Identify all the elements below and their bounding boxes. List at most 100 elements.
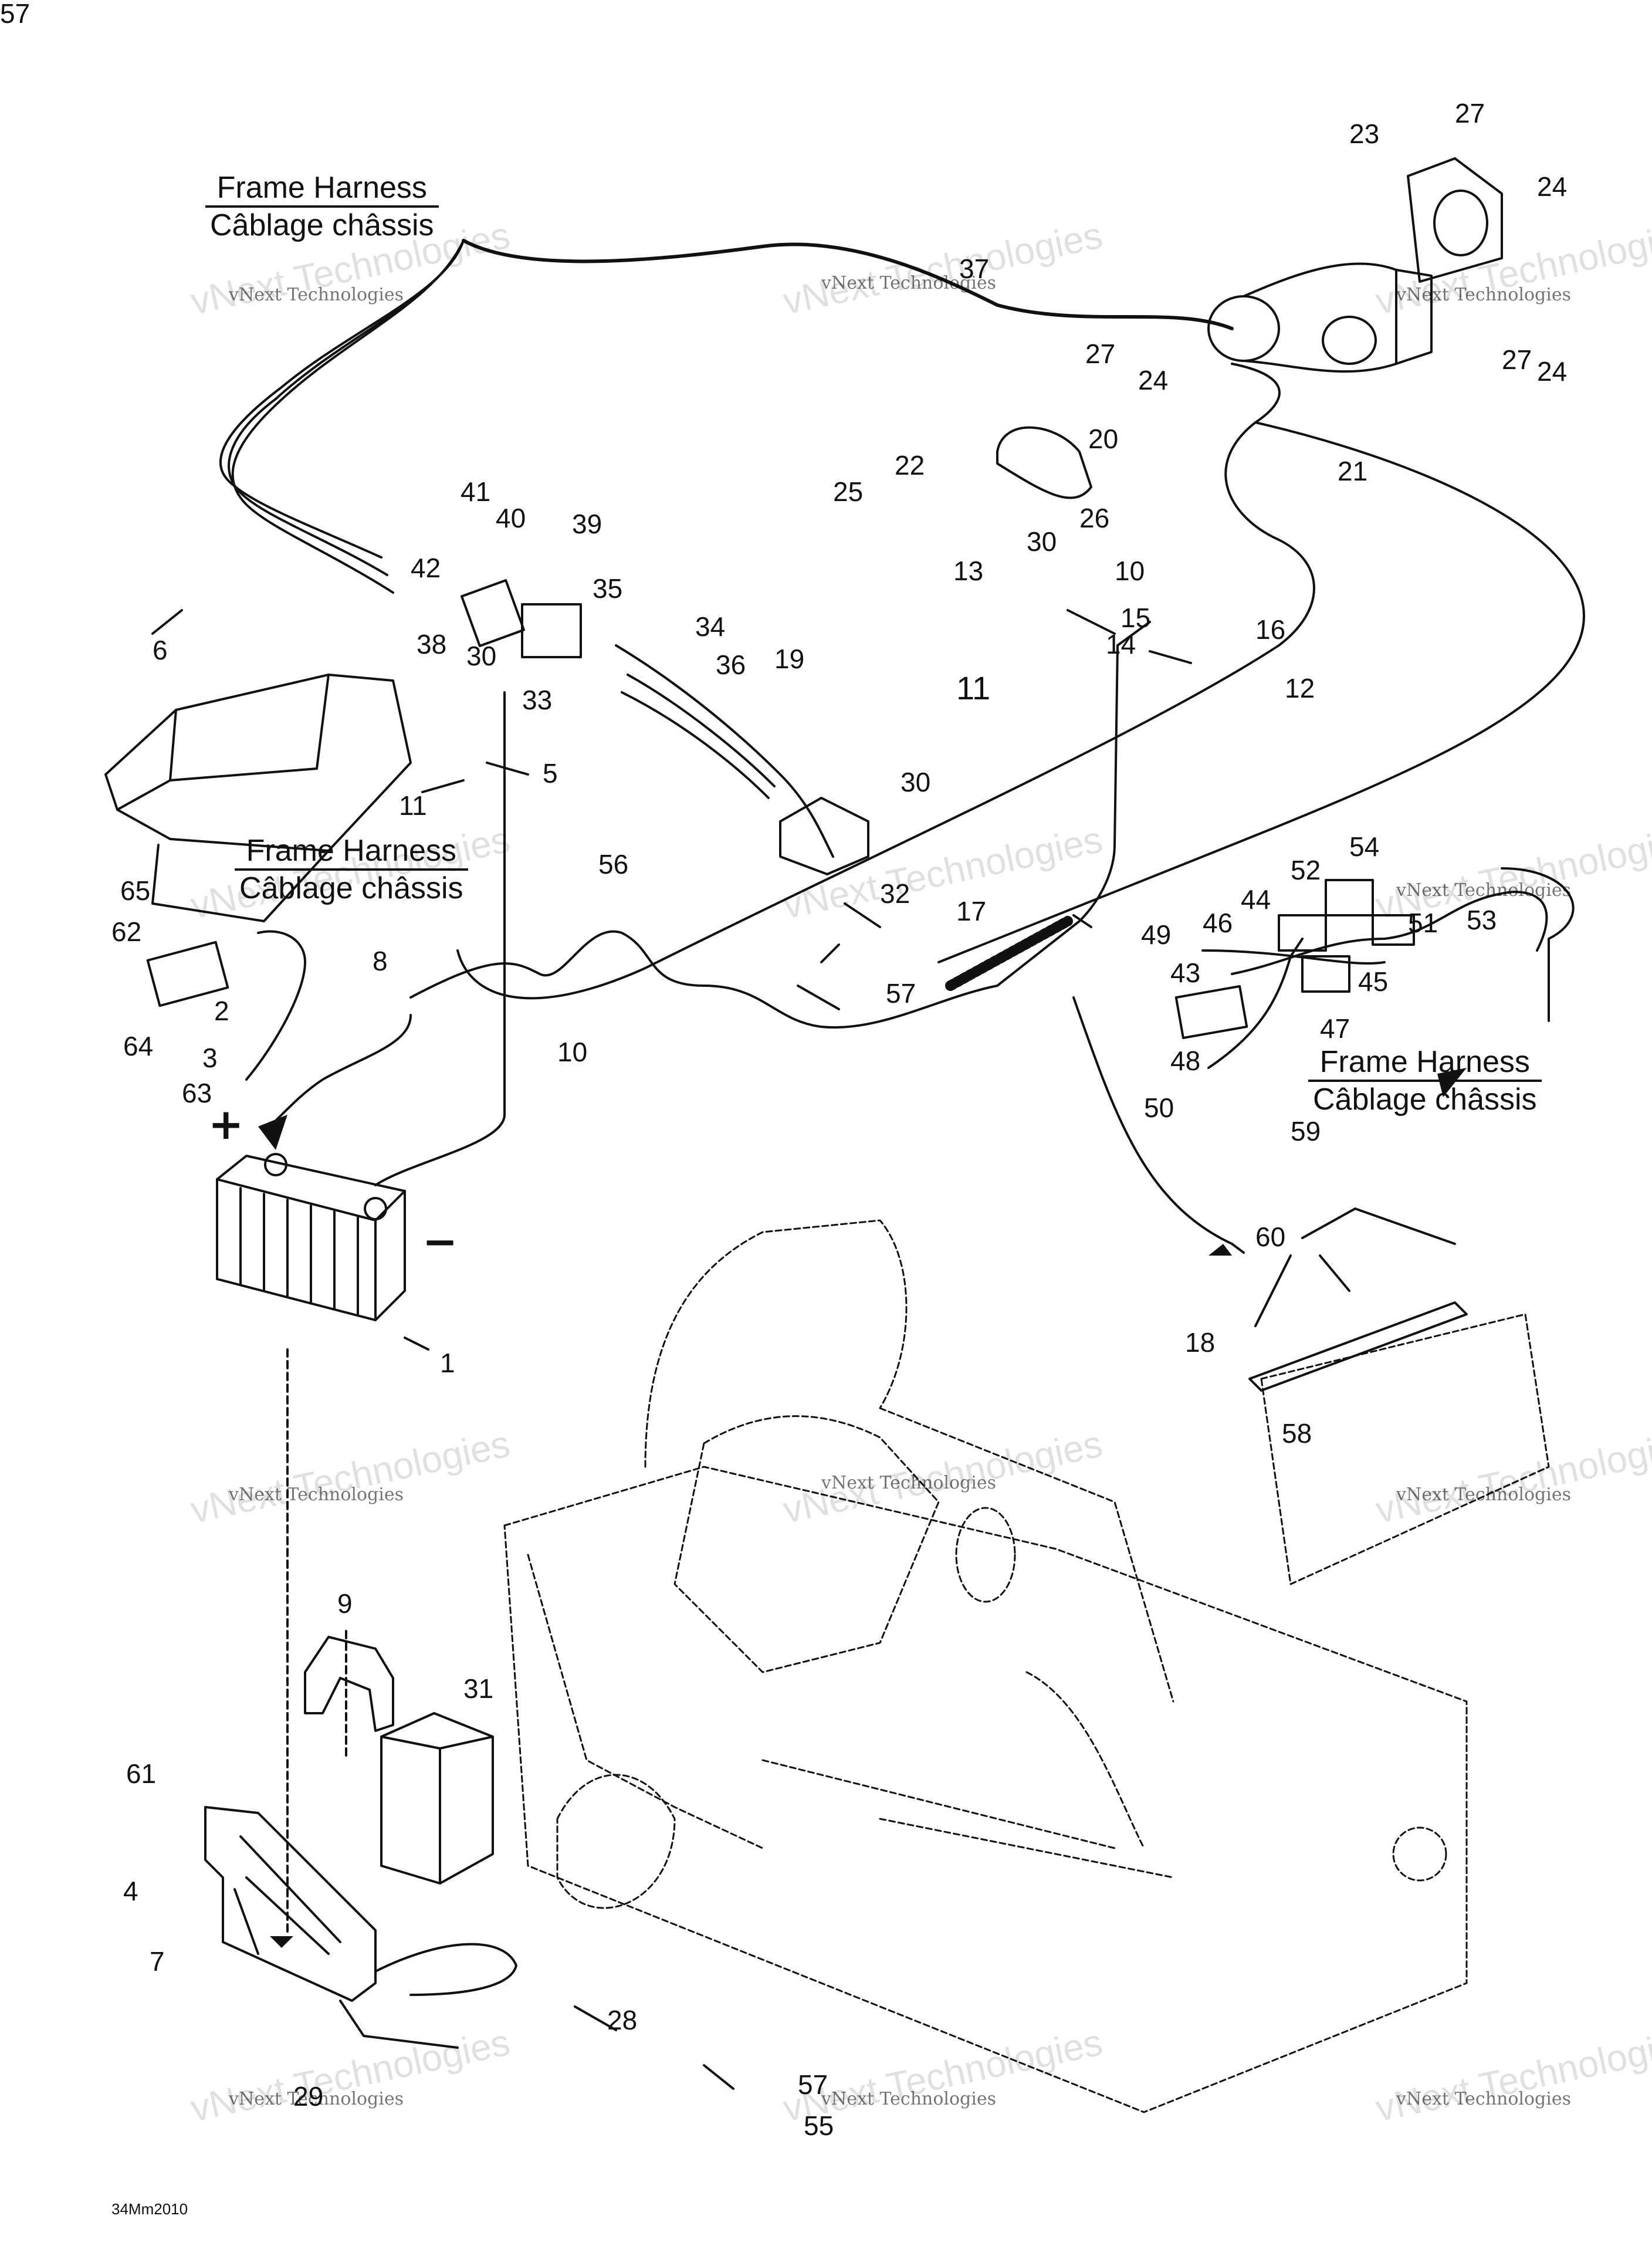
part-callout: 60: [1255, 1222, 1286, 1252]
watermark: vNext Technologies: [821, 273, 997, 293]
battery-drawing: [216, 1153, 406, 1321]
part-callout: 26: [1079, 503, 1110, 533]
part-callout: 34: [695, 611, 726, 642]
negative-terminal-sign: −: [422, 1217, 458, 1266]
part-callout: 25: [833, 476, 864, 507]
watermark: vNext Technologies: [1396, 285, 1572, 305]
positive-terminal-sign: +: [208, 1100, 244, 1149]
airbox-drawing: [104, 674, 412, 922]
part-callout: 47: [1320, 1013, 1350, 1044]
part-callout: 16: [1255, 614, 1286, 645]
frame-harness-title-left: Frame Harness Câblage châssis: [235, 833, 468, 906]
harness-bracket: [1248, 1301, 1468, 1392]
part-callout: 19: [774, 644, 805, 674]
arrow-head-3: [270, 1936, 293, 1948]
part-callout: 54: [1349, 831, 1380, 862]
part-callout: 62: [111, 916, 142, 947]
part-callout: 50: [1144, 1092, 1174, 1123]
starter-cable: [456, 363, 1315, 1000]
part-callout: 5: [543, 758, 558, 789]
part-callout: 44: [1241, 884, 1271, 915]
watermark: vNext Technologies: [229, 285, 404, 305]
part-callout: 10: [1115, 556, 1145, 586]
part-callout: 35: [593, 573, 623, 604]
frame-harness-bundle: [462, 239, 1234, 330]
part-callout: 28: [607, 2005, 638, 2035]
part-callout: 36: [716, 649, 746, 680]
part-callout: 57: [798, 2069, 828, 2100]
frame-harness-title-top: Frame Harness Câblage châssis: [205, 170, 439, 243]
part-callout: 9: [337, 1588, 353, 1619]
arrow-head-1: [1437, 1068, 1467, 1097]
watermark: vNext Technologies: [821, 2089, 997, 2109]
part-callout: 57: [0, 0, 31, 29]
part-callout: 52: [1291, 855, 1321, 885]
part-callout: 10: [557, 1037, 588, 1067]
part-callout: 3: [202, 1043, 218, 1073]
frame-harness-title-right: Frame Harness Câblage châssis: [1308, 1044, 1542, 1117]
part-callout: 22: [895, 450, 925, 481]
part-callout: 7: [150, 1946, 165, 1977]
watermark: vNext Technologies: [821, 1473, 997, 1493]
part-callout: 37: [959, 253, 990, 284]
starter-motor: [1207, 262, 1433, 373]
part-callout: 8: [373, 946, 388, 976]
watermark: vNext Technologies: [229, 2089, 404, 2109]
part-callout: 13: [953, 556, 984, 586]
battery-bracket: [204, 1806, 517, 2049]
arrow-head-2: [258, 1115, 287, 1150]
part-callout: 24: [1537, 171, 1568, 202]
part-callout: 29: [293, 2081, 324, 2112]
part-callout: 30: [466, 641, 497, 671]
part-callout: 64: [123, 1031, 154, 1061]
part-callout: 40: [496, 503, 526, 533]
part-callout: 46: [1203, 908, 1233, 938]
part-callout: 24: [1138, 365, 1169, 395]
watermark: vNext Technologies: [1396, 880, 1572, 901]
part-callout: 57: [886, 978, 916, 1009]
part-callout: 20: [1088, 424, 1119, 454]
battery-cover: [380, 1712, 494, 1885]
part-callout: 39: [572, 509, 602, 539]
part-callout: 23: [1349, 119, 1380, 149]
part-callout: 1: [440, 1348, 455, 1378]
part-callout: 30: [901, 767, 931, 797]
part-callout: 49: [1141, 919, 1172, 950]
battery-strap: [304, 1636, 394, 1732]
part-callout: 6: [153, 635, 168, 665]
part-callout: 30: [1027, 526, 1057, 557]
part-callout: 2: [214, 996, 229, 1026]
part-callout: 61: [126, 1758, 157, 1789]
part-callout: 11: [399, 790, 427, 821]
part-callout: 27: [1502, 344, 1532, 375]
part-callout: 11: [956, 669, 991, 706]
part-callout: 32: [880, 878, 910, 909]
part-callout: 59: [1291, 1116, 1321, 1146]
part-callout: 53: [1467, 905, 1497, 935]
part-callout: 41: [461, 476, 491, 507]
starter-bracket: [1407, 157, 1503, 283]
part-callout: 27: [1455, 98, 1485, 128]
part-callout: 17: [956, 896, 987, 926]
part-callout: 45: [1358, 966, 1389, 997]
part-callout: 33: [522, 685, 553, 715]
relay: [779, 797, 869, 875]
part-callout: 18: [1185, 1327, 1216, 1358]
part-callout: 21: [1338, 456, 1368, 486]
part-callout: 43: [1170, 958, 1201, 988]
part-callout: 42: [411, 553, 441, 583]
part-callout: 24: [1537, 356, 1568, 387]
part-callout: 12: [1285, 673, 1315, 703]
part-callout: 14: [1106, 629, 1136, 659]
part-callout: 56: [598, 849, 629, 879]
part-callout: 27: [1085, 339, 1116, 369]
part-callout: 31: [463, 1673, 494, 1704]
part-callout: 15: [1120, 603, 1151, 633]
part-callout: 58: [1282, 1418, 1312, 1449]
part-callout: 51: [1408, 908, 1438, 938]
vehicle-frame: [503, 1219, 1550, 2113]
watermark: vNext Technologies: [1396, 2089, 1572, 2109]
part-callout: 48: [1170, 1046, 1201, 1076]
arrow-head-4: [1208, 1244, 1232, 1256]
